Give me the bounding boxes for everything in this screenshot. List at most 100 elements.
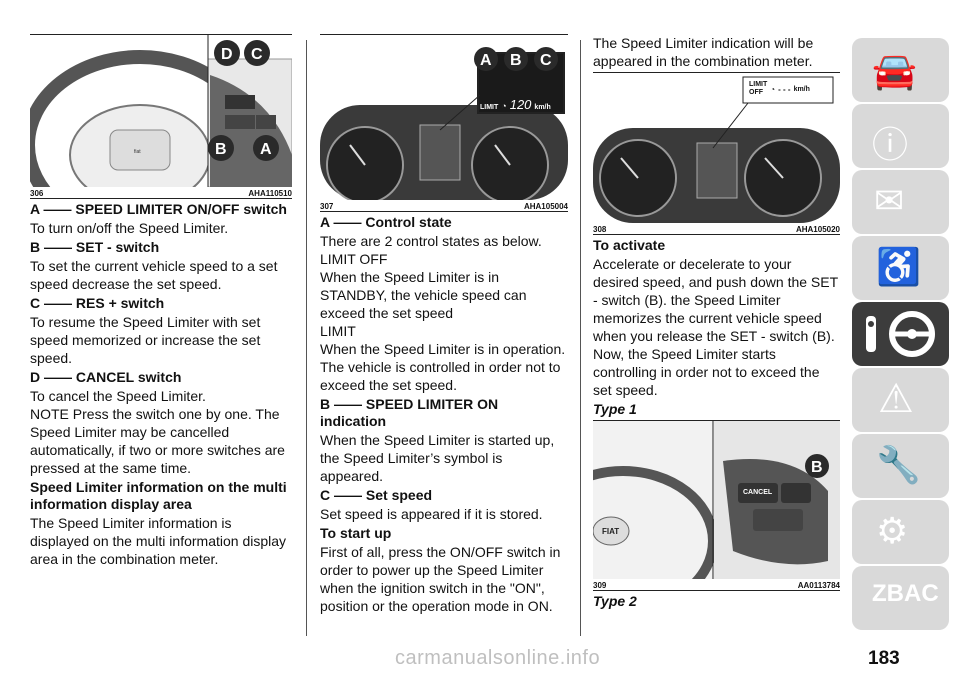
heading-c-res: C —— RES + switch: [30, 295, 165, 311]
column-1: fiat D C B A 306 AHA110510 A —— SPEED LI…: [30, 0, 292, 568]
badge-b-label: B: [510, 52, 522, 69]
text-a: There are 2 control states as below.: [320, 233, 542, 249]
tab-warning-lights[interactable]: ✉: [852, 170, 949, 234]
heading-b-indication: B —— SPEED LIMITER ON indication: [320, 396, 499, 429]
warning-triangle-icon: ⚠: [878, 377, 914, 421]
watermark: carmanualsonline.info: [395, 647, 601, 669]
figure-307: LIMIT ◔ 120 km/h A B C: [320, 34, 568, 200]
heading-start-up: To start up: [320, 525, 392, 541]
text-start-up: First of all, press the ON/OFF switch in…: [320, 544, 561, 614]
car-info-icon: ⓘ: [872, 124, 909, 165]
heading-a-control-state: A —— Control state: [320, 214, 452, 230]
speedometer-icon: ◔: [501, 101, 507, 111]
column-2: LIMIT ◔ 120 km/h A B C 307 AHA105004 A —…: [320, 0, 568, 615]
figure-306-caption: 306 AHA110510: [30, 187, 292, 199]
tab-technical-data[interactable]: ⚙: [852, 500, 949, 564]
display-unit: km/h: [793, 85, 810, 93]
display-limit-label: LIMIT: [749, 81, 768, 88]
figure-number: 308: [593, 225, 607, 234]
display-unit: km/h: [534, 104, 551, 111]
heading-b-set: B —— SET - switch: [30, 239, 160, 255]
badge-a: A: [253, 135, 279, 161]
speedometer-icon: ◔: [770, 84, 776, 94]
display-limit-off: LIMIT OFF: [749, 81, 767, 97]
spec-sheet-gears-icon: ⚙: [876, 510, 909, 551]
display-readout: LIMIT ◔ 120 km/h: [480, 97, 564, 112]
callout-badges: B: [805, 454, 829, 478]
badge-c-label: C: [251, 46, 263, 63]
figure-309-caption: 309 AA0113784: [593, 579, 840, 591]
text-activate: Accelerate or decelerate to your desired…: [593, 256, 838, 398]
alphabet-index-icon: ZBAC: [872, 580, 939, 607]
tab-safety[interactable]: ♿: [852, 236, 949, 300]
tab-knowing-your-car[interactable]: 🚘: [852, 38, 949, 102]
tab-starting-driving[interactable]: [852, 302, 949, 366]
svg-text:fiat: fiat: [134, 149, 141, 155]
page-number: 183: [868, 648, 900, 669]
text-limit: When the Speed Limiter is in operation. …: [320, 341, 566, 393]
figure-number: 307: [320, 202, 334, 211]
badge-b: B: [208, 135, 234, 161]
tab-safety-info[interactable]: ⓘ: [852, 104, 949, 168]
badge-d: D: [214, 40, 240, 66]
note-text: NOTE Press the switch one by one. The Sp…: [30, 406, 285, 476]
heading-d-cancel: D —— CANCEL switch: [30, 369, 182, 385]
figure-code: AHA105004: [523, 202, 568, 211]
figure-308-caption: 308 AHA105020: [593, 223, 840, 235]
tab-emergency[interactable]: ⚠: [852, 368, 949, 432]
display-off-label: OFF: [749, 89, 763, 96]
badge-d-label: D: [221, 46, 233, 63]
label-limit: LIMIT: [320, 323, 356, 339]
figure-309: FIAT CANCEL B: [593, 420, 840, 579]
column-divider-2: [580, 40, 581, 636]
badge-c: C: [244, 40, 270, 66]
text-d: To cancel the Speed Limiter.: [30, 388, 206, 404]
column-3: The Speed Limiter indication will be app…: [593, 0, 840, 612]
figure-code: AHA105020: [795, 225, 840, 234]
text-c: Set speed is appeared if it is stored.: [320, 506, 543, 522]
figure-306: fiat D C B A: [30, 34, 292, 187]
car-search-icon: 🚘: [872, 50, 917, 91]
text-c: To resume the Speed Limiter with set spe…: [30, 314, 261, 366]
text-b: When the Speed Limiter is started up, th…: [320, 432, 555, 484]
cancel-switch-label: CANCEL: [743, 489, 773, 496]
figure-307-caption: 307 AHA105004: [320, 200, 568, 212]
figure-code: AHA110510: [248, 189, 292, 198]
callout-badges: D C B A: [208, 40, 279, 161]
badge-b-label: B: [811, 459, 823, 476]
car-tools-icon: 🔧: [876, 444, 921, 485]
tab-maintenance[interactable]: 🔧: [852, 434, 949, 498]
instrument-cluster-illustration: [593, 76, 840, 223]
steering-switch-illustration: FIAT: [593, 421, 840, 579]
figure-code: AA0113784: [797, 581, 840, 590]
seat-airbag-icon: ♿: [876, 246, 921, 287]
heading-a-speed-limiter: A —— SPEED LIMITER ON/OFF switch: [30, 201, 287, 217]
column-divider-1: [306, 40, 307, 636]
display-speed-value: 120: [509, 97, 532, 112]
figure-number: 309: [593, 581, 607, 590]
figure-number: 306: [30, 189, 44, 198]
heading-type-1: Type 1: [593, 401, 637, 417]
text-b: To set the current vehicle speed to a se…: [30, 258, 278, 292]
heading-to-activate: To activate: [593, 237, 666, 253]
text-info: The Speed Limiter information is display…: [30, 515, 287, 567]
label-limit-off: LIMIT OFF: [320, 251, 388, 267]
warning-light-message-icon: ✉: [874, 180, 905, 221]
text-limit-off: When the Speed Limiter is in STANDBY, th…: [320, 269, 527, 321]
tab-index[interactable]: ZBAC: [852, 566, 949, 630]
badge-b-label: B: [215, 141, 227, 158]
badge-a-label: A: [260, 141, 272, 158]
heading-info: Speed Limiter information on the multi i…: [30, 479, 287, 512]
badge-c-label: C: [540, 52, 552, 69]
steering-wheel-illustration: fiat: [30, 35, 292, 187]
heading-c-set-speed: C —— Set speed: [320, 487, 433, 503]
display-readout: LIMIT OFF ◔ - - - km/h: [749, 81, 833, 97]
svg-text:FIAT: FIAT: [602, 527, 619, 536]
steering-key-icon: [866, 311, 935, 357]
intro-text: The Speed Limiter indication will be app…: [593, 35, 814, 69]
display-limit-label: LIMIT: [480, 104, 499, 111]
badge-a-label: A: [480, 52, 492, 69]
heading-type-2: Type 2: [593, 593, 637, 609]
figure-308: LIMIT OFF ◔ - - - km/h: [593, 72, 840, 223]
text-a: To turn on/off the Speed Limiter.: [30, 220, 229, 236]
